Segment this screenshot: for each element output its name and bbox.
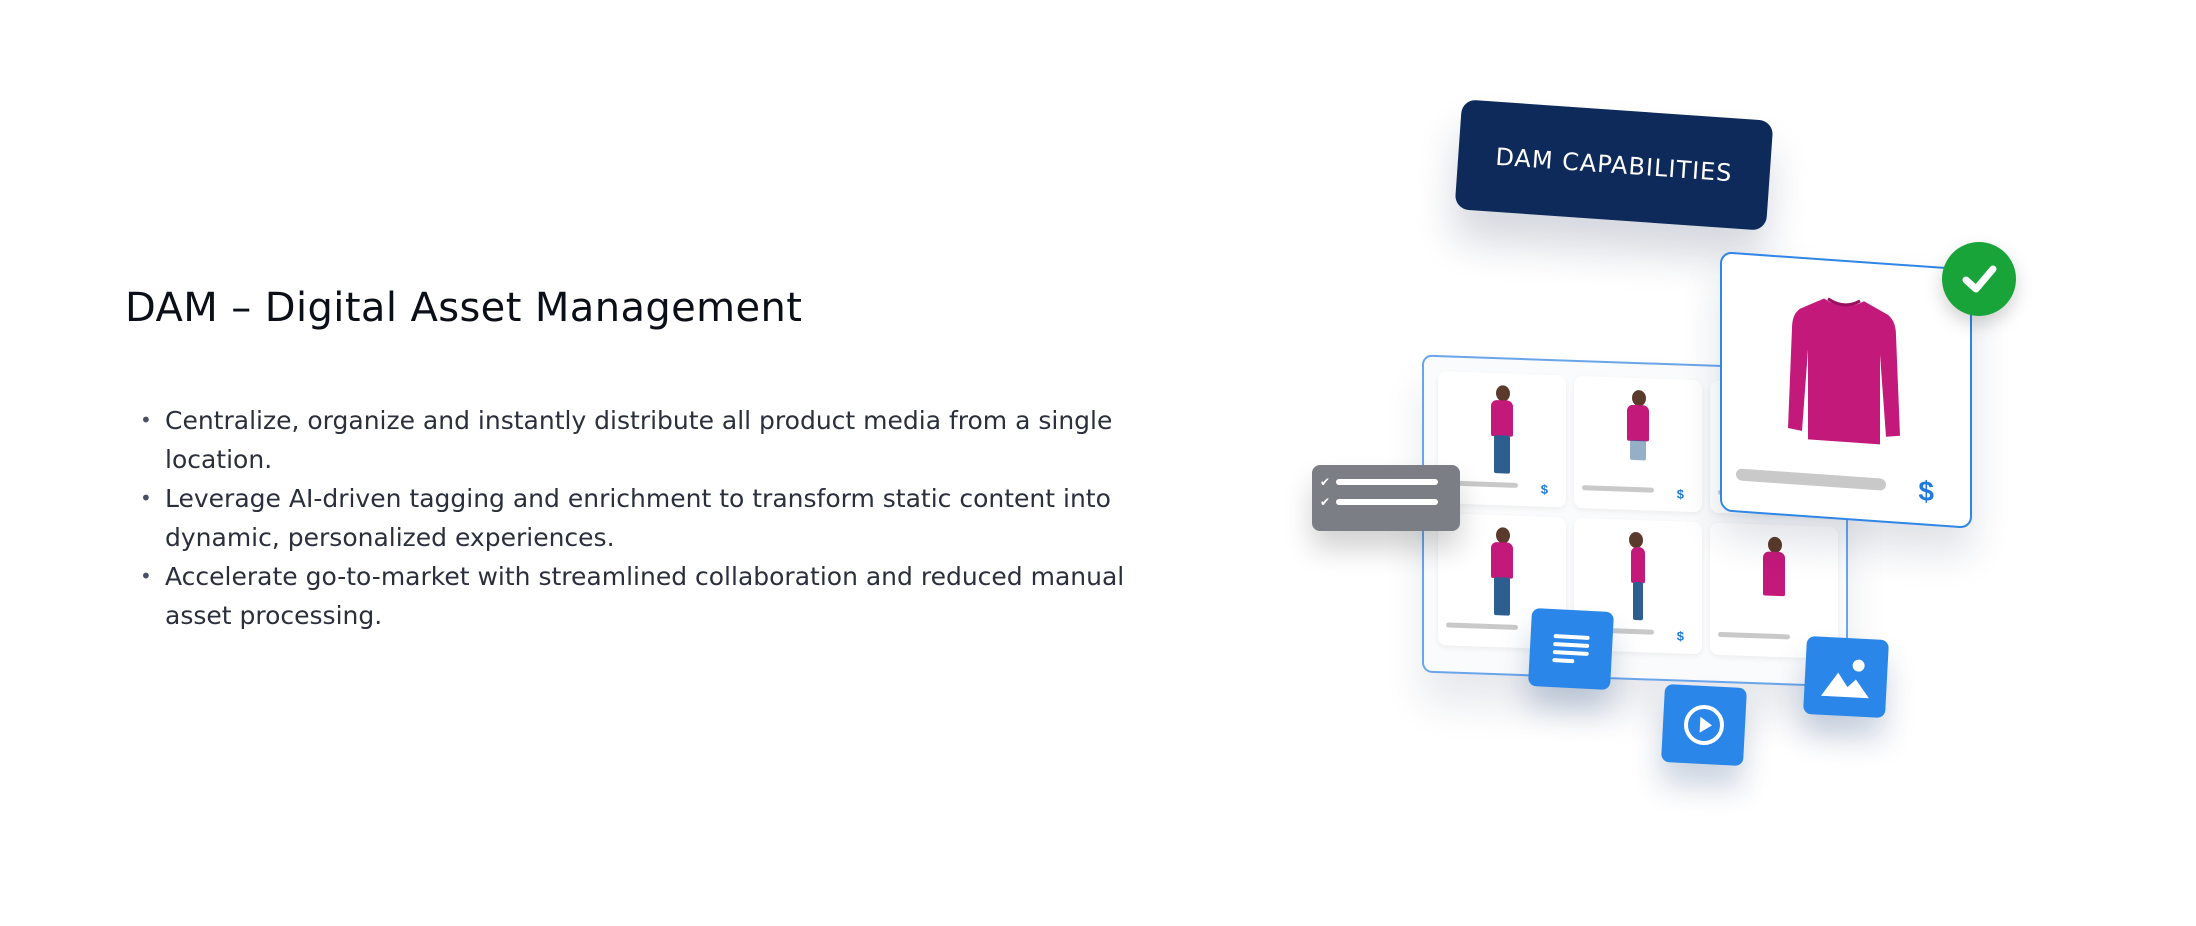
feature-item: Leverage AI-driven tagging and enrichmen…: [140, 479, 1185, 557]
dam-illustration: DAM CAPABILITIES $ $ $ $: [1300, 99, 2040, 860]
image-icon: [1803, 635, 1889, 719]
price-label: $: [1540, 481, 1548, 497]
model-figure: [1487, 385, 1517, 478]
model-figure: [1623, 531, 1653, 625]
checkmark-icon: [1942, 242, 2016, 316]
feature-item: Centralize, organize and instantly distr…: [140, 401, 1185, 479]
play-icon: [1661, 683, 1747, 767]
model-figure: [1487, 527, 1517, 620]
tshirt-icon: [1788, 297, 1900, 445]
model-figure: [1759, 536, 1789, 629]
featured-product-card: $: [1720, 251, 1972, 529]
asset-card: $: [1574, 375, 1702, 513]
dam-capabilities-label: DAM CAPABILITIES: [1454, 99, 1774, 231]
content-section: DAM – Digital Asset Management Centraliz…: [125, 285, 1125, 635]
feature-list: Centralize, organize and instantly distr…: [125, 401, 1185, 635]
document-icon: [1528, 607, 1614, 691]
price-label: $: [1918, 475, 1934, 508]
model-figure: [1623, 389, 1653, 483]
price-label: $: [1676, 486, 1684, 502]
price-label: $: [1676, 628, 1684, 644]
page-title: DAM – Digital Asset Management: [125, 285, 803, 331]
feature-item: Accelerate go-to-market with streamlined…: [140, 557, 1185, 635]
checklist-icon: ✔ ✔: [1312, 465, 1460, 531]
